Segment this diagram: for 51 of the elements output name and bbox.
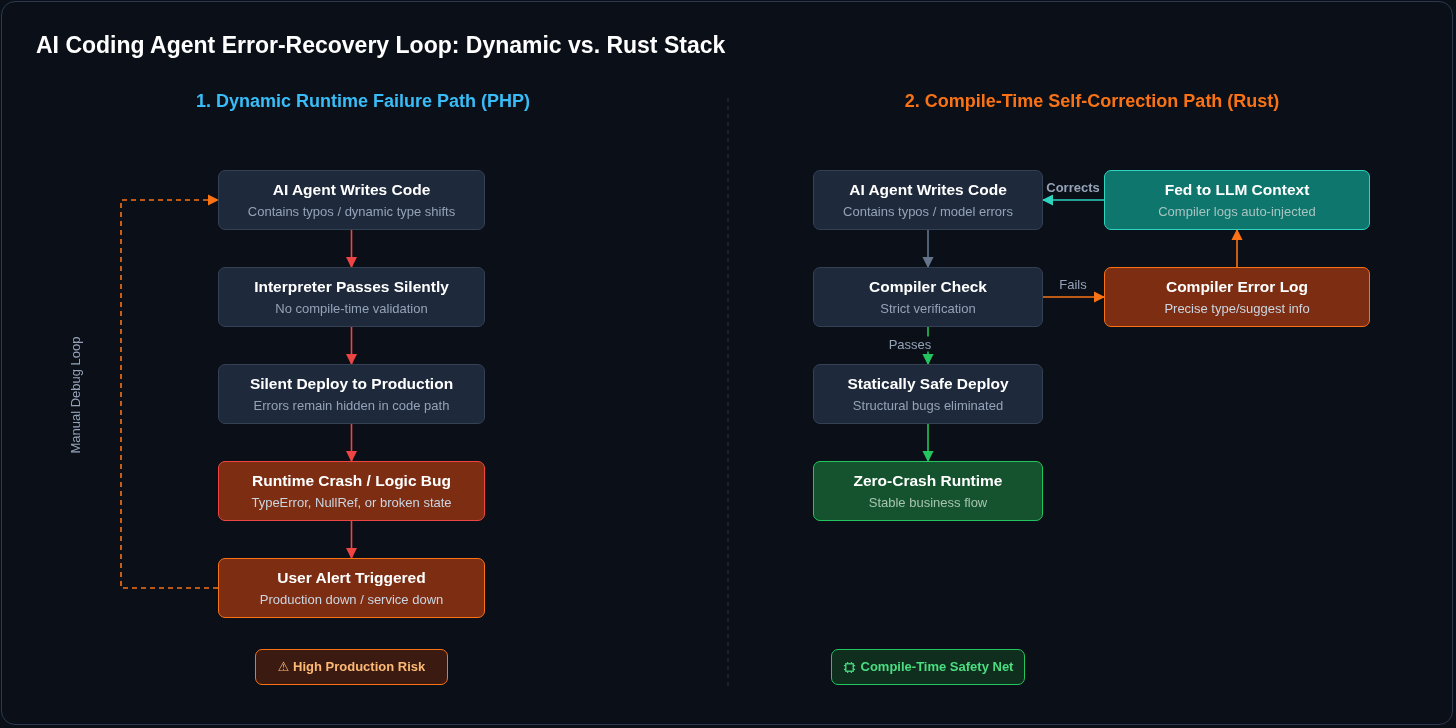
- box-title: Compiler Error Log: [1165, 278, 1309, 297]
- box-subtitle: Precise type/suggest info: [1164, 300, 1310, 316]
- feedback-box: [1104, 170, 1370, 230]
- box-title: AI Agent Writes Code: [272, 181, 431, 200]
- alert-box: [1104, 267, 1370, 327]
- badge-text: Compile-Time Safety Net: [860, 659, 1014, 675]
- arrow: [345, 520, 358, 560]
- diagram-title: AI Coding Agent Error-Recovery Loop: Dynamic vs. Rust Stack: [36, 32, 726, 59]
- process-box: [813, 267, 1043, 327]
- box-title: AI Agent Writes Code: [849, 181, 1007, 200]
- arrow: [922, 229, 934, 269]
- arrow: [1042, 291, 1106, 303]
- box-title: Compiler Check: [869, 278, 987, 297]
- box-subtitle: No compile-time validation: [275, 300, 428, 316]
- process-box: [813, 170, 1043, 230]
- box-title: Silent Deploy to Production: [249, 375, 454, 394]
- process-box: [813, 364, 1043, 424]
- safety-badge: [831, 649, 1025, 685]
- arrow: [345, 229, 358, 269]
- box-title: Runtime Crash / Logic Bug: [252, 472, 451, 491]
- process-box: [218, 170, 485, 230]
- box-title: Fed to LLM Context: [1164, 181, 1310, 200]
- box-subtitle: Strict verification: [880, 300, 976, 316]
- box-title: Zero-Crash Runtime: [853, 472, 1003, 491]
- section-heading: 2. Compile-Time Self-Correction Path (Rust): [903, 91, 1281, 112]
- box-subtitle: Stable business flow: [868, 494, 988, 510]
- process-box: [218, 267, 485, 327]
- badge-text: ⚠ High Production Risk: [277, 659, 426, 675]
- error-box: [218, 461, 485, 521]
- arrow: [922, 423, 934, 463]
- arrow: [1231, 228, 1243, 268]
- edge-label: Passes: [886, 336, 934, 352]
- alert-box: [218, 558, 485, 618]
- risk-badge: [255, 649, 448, 685]
- process-box: [218, 364, 485, 424]
- box-subtitle: TypeError, NullRef, or broken state: [251, 494, 452, 510]
- box-title: User Alert Triggered: [277, 569, 426, 588]
- box-title: Interpreter Passes Silently: [254, 278, 449, 297]
- arrow: [345, 423, 358, 463]
- box-subtitle: Production down / service down: [259, 591, 444, 607]
- box-subtitle: Compiler logs auto-injected: [1158, 203, 1316, 219]
- arrow: [345, 326, 358, 366]
- box-subtitle: Contains typos / dynamic type shifts: [247, 203, 456, 219]
- dashed-arrow: [120, 194, 220, 589]
- section-heading: 1. Dynamic Runtime Failure Path (PHP): [194, 91, 532, 112]
- box-subtitle: Errors remain hidden in code path: [253, 397, 450, 413]
- success-box: [813, 461, 1043, 521]
- box-title: Statically Safe Deploy: [847, 375, 1009, 394]
- box-subtitle: Structural bugs eliminated: [852, 397, 1004, 413]
- box-subtitle: Contains typos / model errors: [843, 203, 1013, 219]
- arrow: [1041, 194, 1105, 206]
